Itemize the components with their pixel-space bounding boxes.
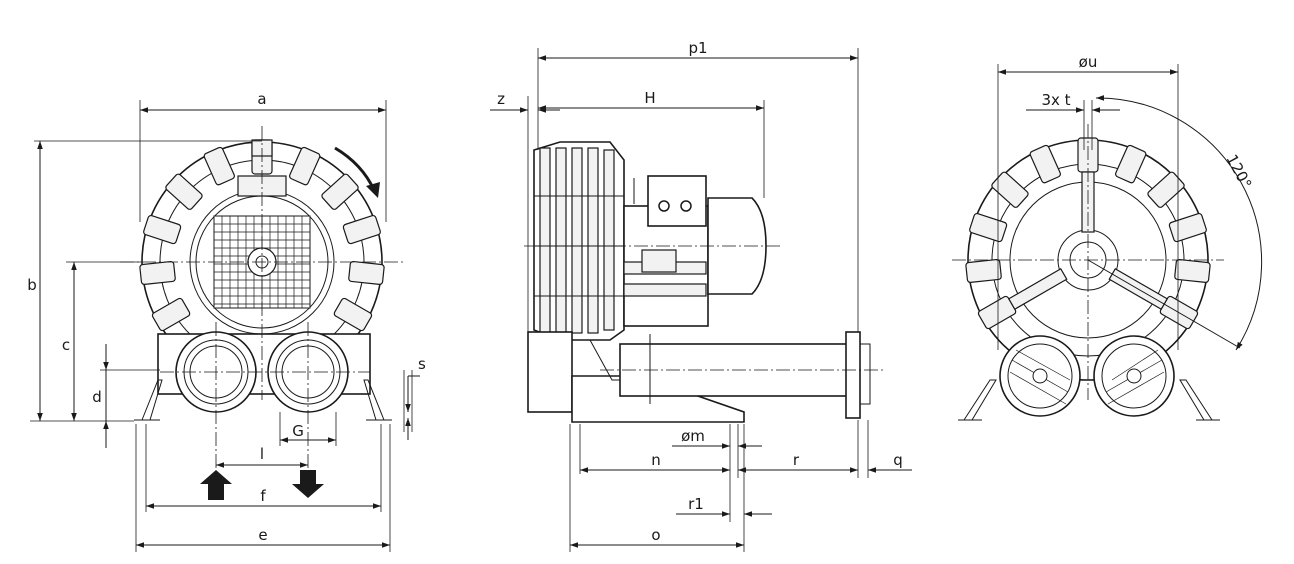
dim-h-label: H — [644, 89, 655, 107]
dim-p1-label: p1 — [688, 39, 707, 57]
dim-l-label: l — [260, 445, 264, 463]
outlet-arrow-icon — [292, 470, 324, 498]
dim-o-label: o — [651, 526, 660, 544]
dim-b-label: b — [27, 276, 37, 294]
dim-d-label: d — [92, 388, 102, 406]
dim-angle-label: 120° — [1222, 151, 1255, 191]
rear-view — [952, 64, 1263, 421]
dim-m-label: øm — [681, 427, 705, 445]
dim-s-label: s — [418, 355, 426, 373]
front-view — [30, 100, 420, 552]
dim-g-label: G — [292, 422, 304, 440]
dim-r-label: r — [793, 451, 800, 469]
dim-e-label: e — [258, 526, 267, 544]
dim-n-label: n — [651, 451, 661, 469]
dim-u-label: øu — [1079, 53, 1098, 71]
dim-r1-label: r1 — [688, 495, 704, 513]
dim-a-label: a — [257, 90, 266, 108]
front-base — [134, 331, 392, 421]
dim-z-label: z — [497, 90, 505, 108]
dim-c-label: c — [62, 336, 70, 354]
side-view — [490, 48, 912, 552]
dim-q-label: q — [893, 451, 903, 469]
inlet-arrow-icon — [200, 470, 232, 500]
dim-f-label: f — [260, 487, 266, 505]
dim-t-label: 3x t — [1041, 91, 1070, 109]
